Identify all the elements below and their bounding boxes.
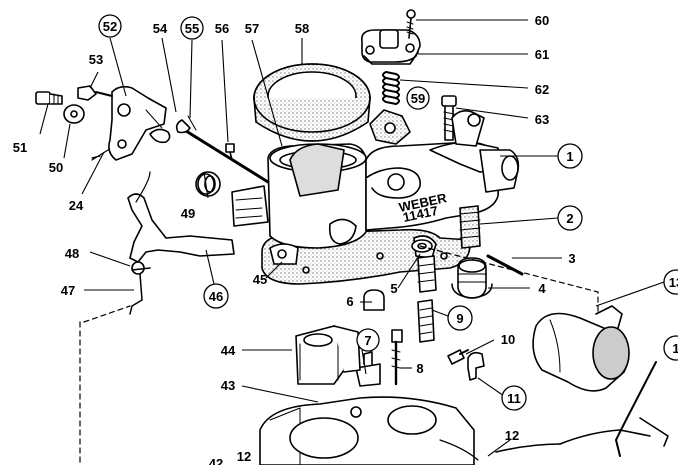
callout-57: 57	[245, 21, 259, 36]
callout-8: 8	[416, 361, 423, 376]
part-44-venturi	[295, 325, 361, 385]
callout-49: 49	[181, 206, 195, 221]
callout-7: 7	[364, 333, 371, 348]
callout-54: 54	[153, 21, 168, 36]
callout-labels: 1 2 3 4 5 6 7 8 9 10 11 12 12 13 1 24 42…	[13, 13, 678, 465]
part-58-air-filter-gasket	[253, 63, 371, 142]
callout-47: 47	[61, 283, 75, 298]
body-marking-text-2: 11417	[402, 203, 440, 225]
callout-60: 60	[535, 13, 549, 28]
part-52-choke-lever	[108, 85, 171, 161]
callout-62: 62	[535, 82, 549, 97]
callout-3: 3	[568, 251, 575, 266]
callout-42: 42	[209, 456, 223, 465]
part-51-screw	[35, 91, 63, 105]
part-56-screw	[225, 143, 235, 161]
body-marking: WEBER 11417	[398, 190, 449, 225]
part-9-needle-valve	[417, 255, 437, 343]
part-62-spring	[382, 71, 400, 105]
part-2-filter	[459, 205, 481, 249]
callout-11: 11	[507, 391, 521, 406]
callout-63: 63	[535, 112, 549, 127]
part-50-washer	[63, 104, 85, 124]
callout-4: 4	[538, 281, 546, 296]
part-10-jet	[447, 349, 469, 365]
callout-circles	[98, 14, 678, 411]
callout-5: 5	[390, 281, 397, 296]
callout-46: 46	[209, 289, 223, 304]
leader-lines	[39, 19, 665, 457]
part-7-screw	[355, 351, 381, 387]
callout-2: 2	[566, 211, 573, 226]
callout-43: 43	[221, 378, 235, 393]
assembly-guide-lines	[79, 245, 599, 465]
callout-45: 45	[253, 272, 267, 287]
callout-53: 53	[89, 52, 103, 67]
callout-59: 59	[411, 91, 425, 106]
callout-6: 6	[346, 294, 353, 309]
part-60-screw	[406, 9, 416, 39]
callout-12-left: 12	[237, 449, 251, 464]
callout-24: 24	[69, 198, 84, 213]
part-8-screw	[391, 329, 403, 386]
part-61-cover	[360, 29, 421, 65]
part-11-jet	[467, 351, 485, 381]
part-6-jet	[363, 289, 385, 311]
part-24-pin	[91, 149, 109, 161]
part-13-float	[532, 305, 630, 392]
part-59-plate	[369, 109, 411, 145]
part-55-choke-shaft	[175, 115, 270, 184]
callout-13: 13	[669, 275, 678, 290]
callout-58: 58	[295, 21, 309, 36]
callout-44: 44	[221, 343, 236, 358]
callout-50: 50	[49, 160, 63, 175]
callout-52: 52	[103, 19, 117, 34]
part-4-fitting	[451, 257, 493, 299]
carburetor-lower-body	[259, 396, 561, 465]
callout-10: 10	[501, 332, 515, 347]
part-14-lever	[559, 361, 669, 457]
callout-14: 1	[672, 341, 678, 356]
callout-1: 1	[566, 149, 573, 164]
part-49-spring	[195, 171, 221, 197]
part-53-nut	[77, 85, 113, 101]
callout-61: 61	[535, 47, 549, 62]
part-46-linkage	[127, 171, 235, 315]
callout-55: 55	[185, 21, 199, 36]
callout-48: 48	[65, 246, 79, 261]
callout-12-right: 12	[505, 428, 519, 443]
callout-56: 56	[215, 21, 229, 36]
callout-9: 9	[456, 311, 463, 326]
callout-51: 51	[13, 140, 27, 155]
